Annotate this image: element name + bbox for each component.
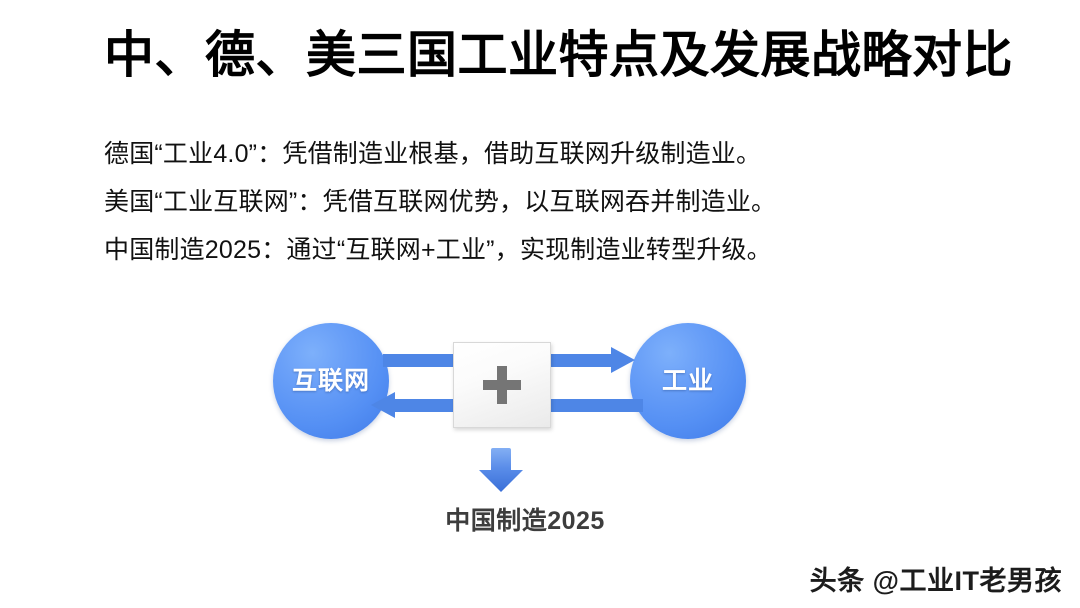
plus-icon <box>483 366 521 404</box>
page-title: 中、德、美三国工业特点及发展战略对比 <box>104 27 1013 83</box>
arrow-segment-industry-to-plus <box>543 399 643 412</box>
body-line-china: 中国制造2025：通过“互联网+工业”，实现制造业转型升级。 <box>104 236 772 264</box>
arrow-down-icon <box>477 446 525 494</box>
diagram-node-internet-label: 互联网 <box>291 366 370 395</box>
diagram-node-industry-label: 工业 <box>661 366 714 395</box>
watermark-text: 头条 @工业IT老男孩 <box>809 566 1062 596</box>
body-line-germany: 德国“工业4.0”：凭借制造业根基，借助互联网升级制造业。 <box>104 140 762 168</box>
arrow-segment-plus-to-internet <box>395 399 461 412</box>
body-line-usa: 美国“工业互联网”：凭借互联网优势，以互联网吞并制造业。 <box>104 188 777 216</box>
arrow-segment-plus-to-industry <box>543 354 615 367</box>
diagram-operator-box[interactable] <box>453 342 551 428</box>
diagram-node-industry[interactable]: 工业 <box>630 323 746 439</box>
diagram-result-label: 中国制造2025 <box>445 507 605 535</box>
concept-diagram: 互联网 工业 中国制造2025 <box>255 305 795 555</box>
diagram-node-internet[interactable]: 互联网 <box>273 323 389 439</box>
arrowhead-left-icon <box>371 392 395 418</box>
arrow-segment-internet-to-plus <box>383 354 461 367</box>
body-text-block: 德国“工业4.0”：凭借制造业根基，借助互联网升级制造业。 美国“工业互联网”：… <box>104 130 1004 274</box>
arrowhead-right-icon <box>611 347 635 373</box>
